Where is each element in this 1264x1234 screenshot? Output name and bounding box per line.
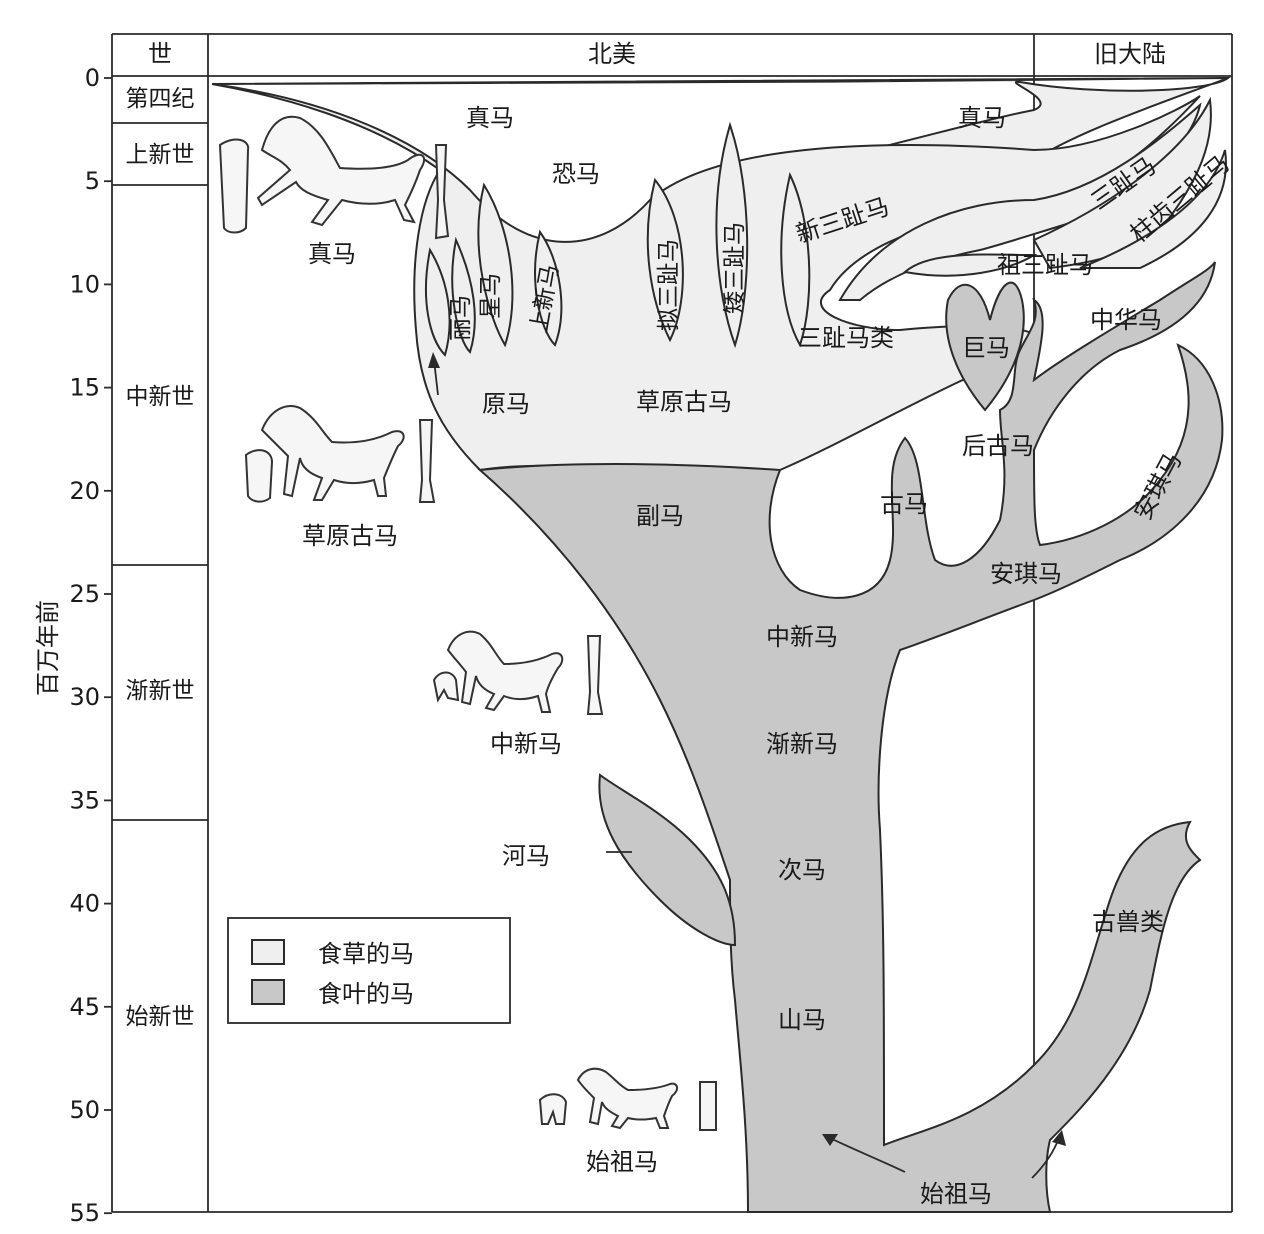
stylohipparion-tip [1079, 149, 1227, 269]
miohippus-leg-icon [586, 635, 604, 715]
label-equus-ow: 真马 [958, 104, 1006, 132]
label-nannippus: 矮三趾马 [722, 222, 748, 314]
cormohipparion-loop [902, 253, 1038, 277]
label-archaeohippus: 古马 [880, 490, 928, 518]
label-protohippus: 原马 [482, 390, 530, 418]
epoch-oligocene: 渐新世 [126, 678, 195, 704]
miohippus-caption: 中新马 [490, 730, 562, 758]
epoch-miocene: 中新世 [126, 384, 195, 410]
spindle-nannippus [715, 121, 749, 349]
megahippus-spindle [945, 281, 1025, 412]
label-hypohippus: 后古马 [962, 432, 1034, 460]
spindle-astrohippus [451, 236, 476, 354]
label-orohippus: 山马 [778, 1006, 826, 1034]
miohippus-illustration: 中新马 [432, 630, 604, 758]
label-equus-na: 真马 [466, 104, 514, 132]
epoch-quaternary: 第四纪 [126, 86, 195, 112]
equus-tooth-icon [218, 138, 250, 234]
spindle-pliohippus [477, 182, 514, 348]
eohippus-caption: 始祖马 [586, 1148, 658, 1176]
y-tick-label-20: 20 [69, 477, 100, 505]
eohippus-foot-icon [699, 1081, 717, 1131]
merychippus-illustration: 草原古马 [244, 405, 436, 550]
equus-caption: 真马 [308, 240, 356, 268]
epoch-pliocene: 上新世 [126, 142, 195, 168]
label-parahippus: 副马 [636, 502, 684, 530]
label-astrohippus: 星马 [478, 273, 504, 319]
label-hipparions: 三趾马类 [798, 324, 894, 352]
y-axis-label: 百万年前 [34, 600, 62, 696]
eohippus-horse-icon [576, 1067, 678, 1130]
spindle-pseudhipparion [646, 177, 684, 343]
label-merychippus: 草原古马 [636, 388, 732, 416]
spindle-pliohippus-b [534, 229, 563, 347]
label-anchitherium-na: 安琪马 [990, 560, 1062, 588]
y-tick-label-40: 40 [69, 890, 100, 918]
label-cormohipparion: 祖三趾马 [997, 251, 1093, 279]
label-sinohippus: 中华马 [1090, 306, 1162, 334]
label-calippus: 丽马 [448, 295, 474, 341]
y-tick-label-25: 25 [69, 580, 100, 608]
arrows [428, 352, 1066, 1179]
merychippus-tooth-icon [244, 449, 274, 503]
y-tick-label-55: 55 [69, 1199, 100, 1227]
north-america-header: 北美 [588, 40, 636, 68]
old-world-header: 旧大陆 [1094, 40, 1166, 68]
epoch-eocene: 始新世 [126, 1004, 195, 1030]
merychippus-caption: 草原古马 [302, 522, 398, 550]
browsing-horses-trunk [477, 261, 1224, 1213]
y-tick-label-10: 10 [69, 270, 100, 298]
equus-leg-icon [434, 144, 450, 240]
spindle-neohipparion [780, 172, 811, 348]
label-dinohippus: 恐马 [552, 160, 600, 188]
y-tick-label-30: 30 [69, 683, 100, 711]
equus-illustration: 真马 [218, 115, 450, 268]
label-palaeotheres: 古兽类 [1092, 908, 1164, 936]
y-tick-label-45: 45 [69, 993, 100, 1021]
eohippus-tooth-icon [538, 1093, 568, 1125]
legend-grazing-swatch [251, 939, 285, 965]
miohippus-tooth-icon [432, 671, 460, 703]
label-mesohippus: 渐新马 [766, 730, 838, 758]
spindle-calippus [424, 247, 451, 357]
equus-horse-icon [256, 115, 426, 227]
merychippus-leg-icon [418, 419, 436, 503]
label-pseudhipparion: 拟三趾马 [656, 239, 682, 331]
epoch-column-header: 世 [148, 40, 172, 68]
miohippus-horse-icon [446, 630, 564, 713]
y-tick-label-5: 5 [85, 167, 100, 195]
label-miohippus: 中新马 [766, 623, 838, 651]
y-axis-ticks: 0 5 10 15 20 25 30 35 40 45 50 55 [69, 64, 112, 1227]
merychippus-horse-icon [260, 405, 405, 501]
eohippus-illustration: 始祖马 [538, 1067, 717, 1176]
label-megahippus: 巨马 [962, 334, 1010, 362]
legend-grazing-label: 食草的马 [318, 940, 414, 968]
y-tick-label-0: 0 [85, 64, 100, 92]
legend-browsing-swatch [251, 979, 285, 1005]
legend: 食草的马 食叶的马 [227, 917, 511, 1024]
y-tick-label-35: 35 [69, 786, 100, 814]
label-eohippus-base: 始祖马 [920, 1180, 992, 1208]
y-tick-label-50: 50 [69, 1096, 100, 1124]
label-kalobatippus: 河马 [502, 842, 550, 870]
y-tick-label-15: 15 [69, 374, 100, 402]
label-epihippus: 次马 [778, 856, 826, 884]
legend-browsing-label: 食叶的马 [318, 980, 414, 1008]
